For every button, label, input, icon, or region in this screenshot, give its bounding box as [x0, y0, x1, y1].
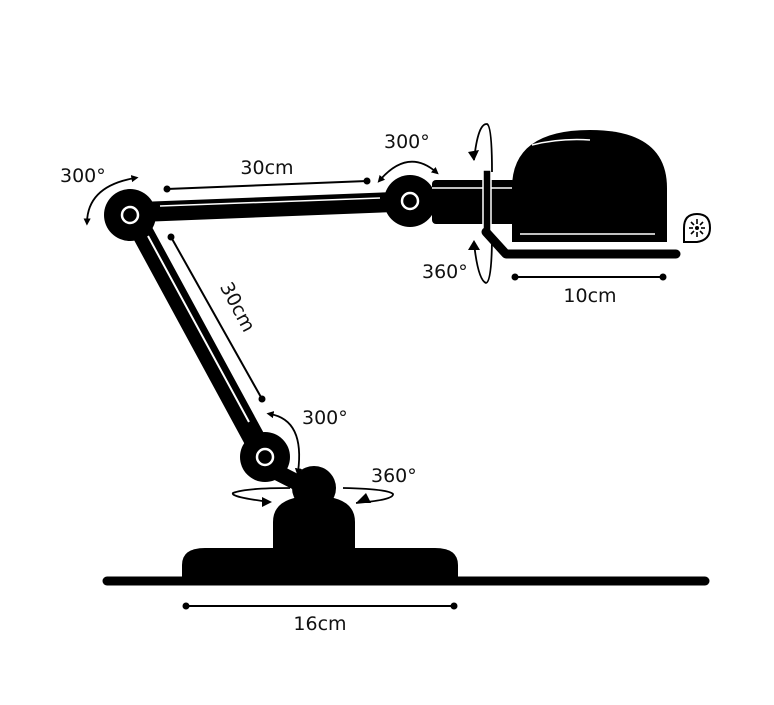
elbow-upper-rotation-label: 300° — [384, 131, 430, 153]
shade-swivel-label: 360° — [422, 261, 468, 283]
dim-upper-arm — [163, 177, 371, 193]
base-joint — [240, 432, 290, 482]
upper-arm — [130, 192, 405, 222]
dim-shade — [511, 273, 667, 281]
elbow-lower-rotation-arrow — [266, 411, 303, 476]
base-rotation-arrow — [232, 487, 394, 504]
dim-lower-arm — [167, 233, 266, 403]
bulb-spec-icon — [683, 212, 712, 243]
lamp-base — [182, 466, 458, 578]
elbow-upper-rotation-arrow — [377, 160, 439, 183]
shade-rotation-arrow — [473, 123, 493, 284]
shoulder-rotation-arrow — [83, 175, 139, 226]
elbow-lower-rotation-label: 300° — [302, 407, 348, 429]
shade-length-label: 10cm — [563, 285, 616, 307]
base-swivel-label: 360° — [371, 465, 417, 487]
shoulder-rotation-label: 300° — [60, 165, 106, 187]
lamp-shade — [432, 130, 681, 259]
base-width-label: 16cm — [293, 613, 346, 635]
dim-base — [182, 602, 458, 610]
upper-arm-length-label: 30cm — [240, 157, 293, 179]
elbow-joint — [384, 175, 436, 227]
shoulder-joint — [104, 189, 156, 241]
